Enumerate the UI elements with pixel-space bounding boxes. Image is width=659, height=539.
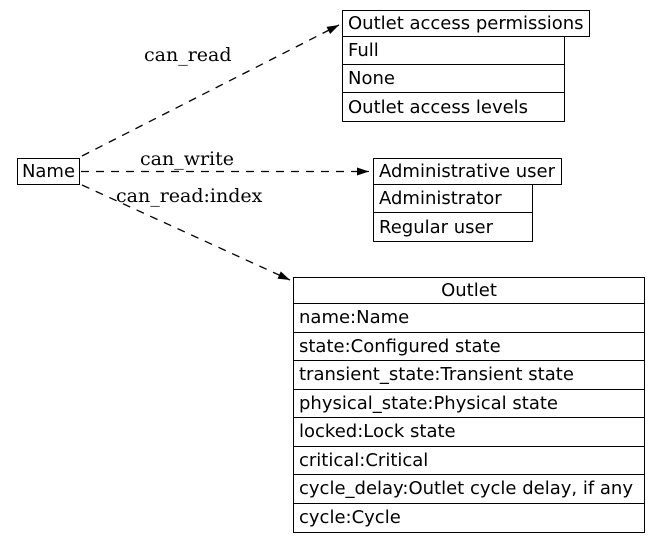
- table-row: name:Name: [294, 304, 644, 333]
- table-outlet: Outlet name:Name state:Configured state …: [293, 277, 645, 533]
- table-outlet-access-permissions-title: Outlet access permissions: [342, 10, 590, 37]
- table-row: physical_state:Physical state: [294, 390, 644, 418]
- table-row: cycle:Cycle: [299, 507, 401, 529]
- table-row: state:Configured state: [294, 333, 644, 361]
- table-row: cycle_delay:Outlet cycle delay, if any: [294, 475, 644, 504]
- table-administrative-user-title: Administrative user: [373, 158, 562, 185]
- table-row: critical:Critical: [294, 447, 644, 475]
- table-administrative-user-body: Administrator Regular user: [373, 185, 533, 242]
- table-row: Regular user: [379, 216, 494, 238]
- edge-label-can-read-index: can_read:index: [116, 185, 263, 207]
- table-outlet-access-permissions-body: Full None Outlet access levels: [342, 37, 565, 122]
- table-row: Full: [343, 37, 564, 65]
- node-name: Name: [17, 158, 80, 185]
- table-row: transient_state:Transient state: [294, 361, 644, 390]
- table-row: Outlet access levels: [348, 96, 529, 118]
- edge-label-can-read: can_read: [144, 44, 232, 66]
- table-row: None: [343, 65, 564, 93]
- table-row: Administrator: [374, 185, 532, 213]
- table-outlet-title: Outlet: [294, 278, 644, 304]
- table-row: locked:Lock state: [294, 418, 644, 447]
- edge-label-can-write: can_write: [140, 148, 235, 170]
